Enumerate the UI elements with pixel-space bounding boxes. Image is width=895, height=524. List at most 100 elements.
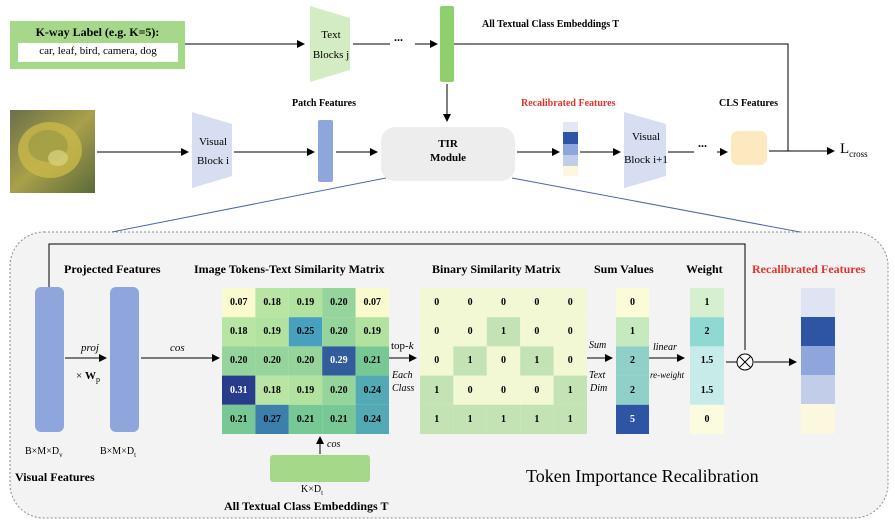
binary-cell [553, 346, 587, 376]
binary-cell-value: 0 [500, 355, 506, 367]
binary-cell [486, 404, 521, 434]
each-class-2: Class [392, 383, 415, 394]
text-dim-2: Dim [590, 383, 608, 394]
sum-cell-value: 2 [630, 384, 635, 396]
binary-cell-value: 0 [434, 297, 440, 309]
weight-cell [690, 288, 724, 318]
binary-cell-value: 0 [500, 297, 506, 309]
weight-cell [690, 346, 724, 376]
similarity-cell [222, 346, 256, 376]
patch-feature-bar [318, 120, 333, 182]
projected-features-bar [110, 287, 139, 432]
similarity-cell [288, 346, 323, 376]
proj-label: proj [81, 342, 99, 354]
all-textual-title: All Textual Class Embeddings T [482, 19, 620, 30]
visual-block2-line1: Visual [631, 131, 661, 143]
similarity-cell [355, 375, 389, 405]
similarity-cell-value: 0.07 [363, 297, 382, 309]
visual-features-title: Visual Features [15, 470, 95, 484]
loss-label: Lcross [840, 141, 868, 159]
binary-cell-value: 0 [467, 384, 473, 396]
ellipsis: ... [394, 30, 403, 44]
binary-cell-value: 1 [567, 384, 573, 396]
similarity-cell-value: 0.20 [330, 384, 348, 396]
binary-cell-value: 0 [434, 326, 440, 338]
binary-cell [453, 375, 487, 405]
binary-cell [420, 375, 454, 405]
ellipsis-2: ... [698, 136, 707, 150]
similarity-cell-value: 0.18 [263, 297, 281, 309]
binary-cell [420, 317, 454, 347]
wp-label: × Wp [76, 370, 100, 385]
similarity-cell-value: 0.20 [229, 355, 248, 367]
sum-title: Sum Values [594, 262, 654, 276]
sum-cell [616, 404, 649, 434]
kdt-label: K×Dt [301, 484, 324, 497]
similarity-cell [288, 288, 323, 318]
sum-cell-value: 2 [630, 355, 635, 367]
binary-cell [520, 288, 554, 318]
sum-cell-value: 0 [630, 297, 635, 309]
similarity-cell [322, 375, 356, 405]
similarity-cell-value: 0.29 [330, 355, 348, 367]
linear-label: linear [653, 342, 677, 353]
weight-cell [690, 404, 724, 434]
similarity-cell-value: 0.07 [229, 297, 248, 309]
tir-line1: TIR [438, 138, 458, 150]
binary-title: Binary Similarity Matrix [432, 262, 561, 276]
visual-block2-line2: Block i+1 [624, 154, 668, 166]
similarity-cell-value: 0.19 [363, 326, 382, 338]
zoom-line-right [511, 177, 801, 233]
similarity-cell [355, 317, 389, 347]
sum-cell-value: 1 [630, 326, 635, 338]
binary-cell [553, 317, 587, 347]
similarity-cell-value: 0.21 [229, 413, 248, 425]
weight-cell-value: 1.5 [700, 384, 714, 396]
similarity-cell [288, 404, 323, 434]
similarity-cell-value: 0.25 [296, 326, 315, 338]
weight-column [690, 288, 724, 434]
similarity-cell [222, 288, 256, 318]
binary-cell [486, 346, 521, 376]
projected-features-title: Projected Features [64, 262, 161, 276]
similarity-cell [255, 404, 289, 434]
dim-proj: B×M×Dt [100, 446, 137, 459]
each-class-1: Each [392, 370, 413, 381]
binary-cell-value: 0 [567, 297, 573, 309]
kway-classes: car, leaf, bird, camera, dog [39, 45, 157, 57]
binary-cell-value: 0 [534, 297, 540, 309]
visual-block-line2: Block i [196, 155, 230, 167]
binary-cell-value: 0 [467, 326, 473, 338]
binary-cell [420, 404, 454, 434]
binary-cell [486, 317, 521, 347]
binary-cell-value: 1 [500, 413, 506, 425]
binary-cell-value: 1 [567, 413, 573, 425]
similarity-cell [355, 288, 389, 318]
binary-cell-value: 1 [534, 413, 540, 425]
visual-block-2-shape [624, 112, 666, 188]
text-blocks-line2: Blocks j [312, 49, 350, 61]
binary-cell [453, 404, 487, 434]
similarity-cell [322, 404, 356, 434]
similarity-cell-value: 0.24 [363, 413, 382, 425]
similarity-cell [255, 317, 289, 347]
similarity-cell-value: 0.19 [263, 326, 281, 338]
text-embedding-bar [440, 6, 454, 82]
sum-values-column [616, 288, 649, 434]
binary-cell [420, 346, 454, 376]
big-title: Token Importance Recalibration [526, 466, 759, 486]
patch-features-label: Patch Features [292, 98, 356, 109]
binary-cell-value: 0 [534, 384, 540, 396]
weight-cell-value: 1 [704, 297, 710, 309]
sum-cell [616, 317, 649, 347]
similarity-cell-value: 0.21 [296, 413, 315, 425]
similarity-cell [322, 317, 356, 347]
zoom-line-left [111, 177, 387, 233]
binary-cell-value: 1 [434, 384, 440, 396]
binary-cell [453, 288, 487, 318]
visual-block-line1: Visual [198, 136, 228, 148]
binary-cell [453, 346, 487, 376]
binary-cell [453, 317, 487, 347]
similarity-cell [288, 317, 323, 347]
binary-cell [520, 404, 554, 434]
